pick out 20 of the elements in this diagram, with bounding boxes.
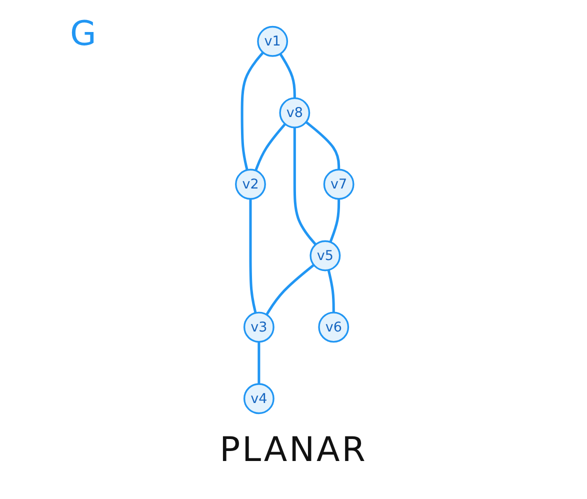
connector [306,121,340,170]
connector [254,123,286,172]
node-circle: v2 [235,168,266,200]
connector [330,198,340,242]
graph-title: G [70,14,96,54]
connector [294,127,317,246]
node-circle: v7 [324,168,355,200]
connector [241,52,264,170]
diagram-label: PLANAR [218,430,368,470]
node-circle: v3 [244,312,275,343]
connector [280,53,296,98]
node-circle: v6 [318,312,350,343]
connector [258,342,261,384]
node-circle: v8 [280,97,310,128]
connector [266,264,315,316]
node-circle: v5 [310,240,341,272]
node-circle: v1 [257,26,288,57]
connector [250,198,258,314]
node-circle: v4 [244,383,275,414]
connector [328,270,336,313]
